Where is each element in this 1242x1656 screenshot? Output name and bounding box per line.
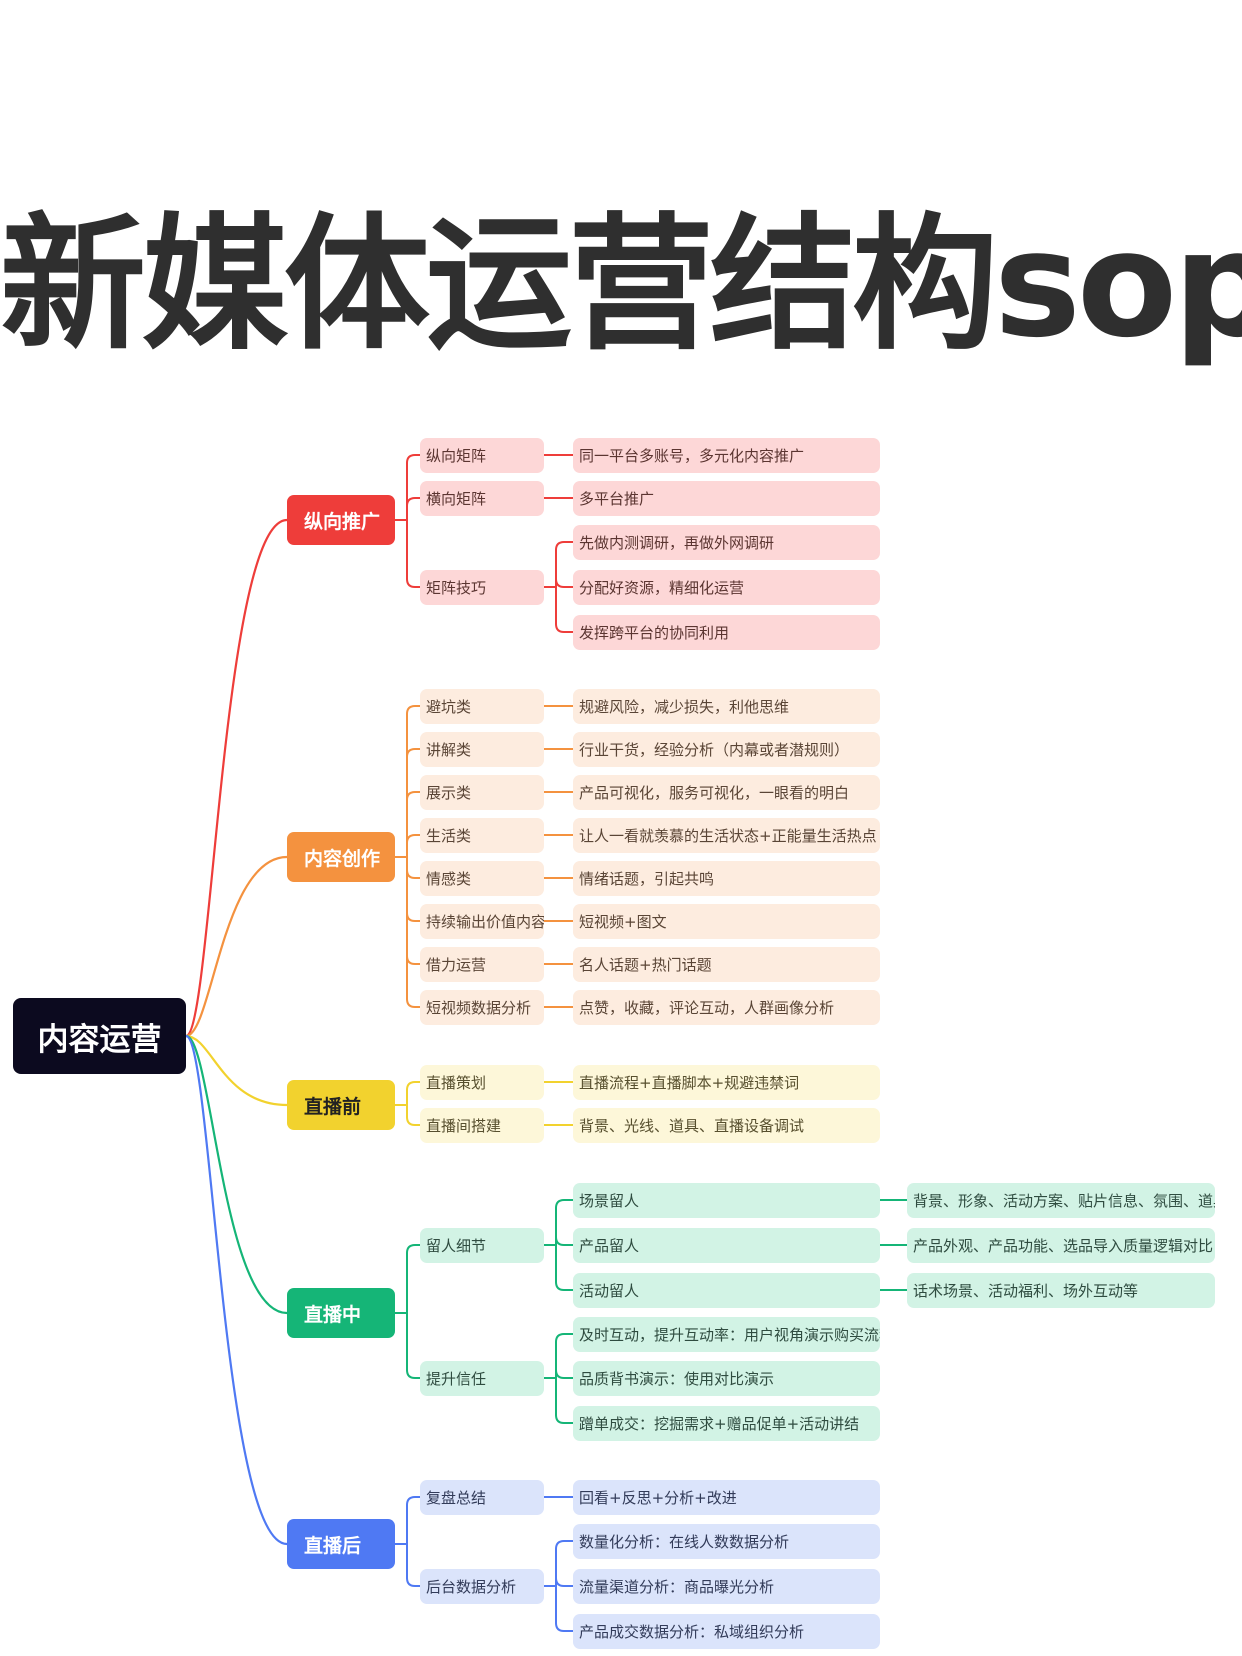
branch-post-live[interactable]: 直播后 [287,1519,395,1569]
leaf-node[interactable]: 品质背书演示：使用对比演示 [573,1361,880,1396]
connector-line [406,912,421,922]
subnode-leverage[interactable]: 借力运营 [420,947,544,982]
branch-vertical-promotion[interactable]: 纵向推广 [287,495,395,545]
subnode-horizontal-matrix[interactable]: 横向矩阵 [420,481,544,516]
connector-line [406,1244,421,1254]
connector-line [406,998,421,1008]
subnode-showcase[interactable]: 展示类 [420,775,544,810]
leaf-node[interactable]: 同一平台多账号，多元化内容推广 [573,438,880,473]
subnode-video-data[interactable]: 短视频数据分析 [420,990,544,1025]
leaf-node[interactable]: 行业干货，经验分析（内幕或者潜规则） [573,732,880,767]
leaf-node[interactable]: 情绪话题，引起共鸣 [573,861,880,896]
connector-line [555,1414,574,1424]
connector-line [555,578,574,588]
subnode-retention-details[interactable]: 留人细节 [420,1228,544,1263]
leaf-node[interactable]: 回看+反思+分析+改进 [573,1480,880,1515]
connector-line [555,1333,574,1343]
connector-line [184,1034,289,1315]
leaf-node[interactable]: 名人话题+热门话题 [573,947,880,982]
connector-line [406,955,421,965]
connector-line [406,578,421,588]
subnode-studio-setup[interactable]: 直播间搭建 [420,1108,544,1143]
leaf-node[interactable]: 直播流程+直播脚本+规避违禁词 [573,1065,880,1100]
leaf-node[interactable]: 分配好资源，精细化运营 [573,570,880,605]
connector-line [555,1281,574,1291]
page-title: 新媒体运营结构sop [0,200,1242,370]
branch-content-creation[interactable]: 内容创作 [287,832,395,882]
branch-pre-live[interactable]: 直播前 [287,1080,395,1130]
subnode-backend-analysis[interactable]: 后台数据分析 [420,1569,544,1604]
detail-node[interactable]: 背景、形象、活动方案、贴片信息、氛围、道具 [907,1183,1215,1218]
connector-line [555,1577,574,1587]
connector-line [555,541,574,551]
connector-line [555,1540,574,1550]
connector-line [555,1236,574,1246]
connector-line [184,855,289,1038]
subnode-emotion[interactable]: 情感类 [420,861,544,896]
connector-line [406,1577,421,1587]
leaf-node[interactable]: 及时互动，提升互动率：用户视角演示购买流程 [573,1317,880,1352]
leaf-node[interactable]: 产品留人 [573,1228,880,1263]
subnode-vertical-matrix[interactable]: 纵向矩阵 [420,438,544,473]
subnode-lifestyle[interactable]: 生活类 [420,818,544,853]
connector-line [406,1369,421,1379]
subnode-value-content[interactable]: 持续输出价值内容 [420,904,544,939]
leaf-node[interactable]: 产品可视化，服务可视化，一眼看的明白 [573,775,880,810]
connector-line [406,791,421,801]
leaf-node[interactable]: 让人一看就羡慕的生活状态+正能量生活热点 [573,818,880,853]
connector-line [406,869,421,879]
subnode-pitfall[interactable]: 避坑类 [420,689,544,724]
connector-line [184,1034,289,1107]
connector-line [555,1622,574,1632]
leaf-node[interactable]: 数量化分析：在线人数数据分析 [573,1524,880,1559]
connector-line [555,1369,574,1379]
branch-during-live[interactable]: 直播中 [287,1288,395,1338]
detail-node[interactable]: 话术场景、活动福利、场外互动等 [907,1273,1215,1308]
leaf-node[interactable]: 流量渠道分析：商品曝光分析 [573,1569,880,1604]
leaf-node[interactable]: 短视频+图文 [573,904,880,939]
subnode-matrix-skills[interactable]: 矩阵技巧 [420,570,544,605]
leaf-node[interactable]: 场景留人 [573,1183,880,1218]
leaf-node[interactable]: 点赞，收藏，评论互动，人群画像分析 [573,990,880,1025]
connector-line [184,518,289,1038]
connector-line [406,454,421,464]
connector-line [406,748,421,758]
connector-line [555,1199,574,1209]
leaf-node[interactable]: 发挥跨平台的协同利用 [573,615,880,650]
subnode-build-trust[interactable]: 提升信任 [420,1361,544,1396]
leaf-node[interactable]: 多平台推广 [573,481,880,516]
connector-line [184,1034,289,1546]
connector-line [555,623,574,633]
connector-line [406,705,421,715]
leaf-node[interactable]: 活动留人 [573,1273,880,1308]
connector-line [406,1496,421,1506]
leaf-node[interactable]: 背景、光线、道具、直播设备调试 [573,1108,880,1143]
connector-line [406,497,421,507]
subnode-explain[interactable]: 讲解类 [420,732,544,767]
connector-line [406,1116,421,1126]
leaf-node[interactable]: 先做内测调研，再做外网调研 [573,525,880,560]
root-node[interactable]: 内容运营 [13,998,186,1074]
subnode-live-planning[interactable]: 直播策划 [420,1065,544,1100]
leaf-node[interactable]: 蹭单成交：挖掘需求+赠品促单+活动讲结 [573,1406,880,1441]
connector-line [406,834,421,844]
leaf-node[interactable]: 规避风险，减少损失，利他思维 [573,689,880,724]
leaf-node[interactable]: 产品成交数据分析：私域组织分析 [573,1614,880,1649]
connector-line [406,1081,421,1091]
subnode-review-summary[interactable]: 复盘总结 [420,1480,544,1515]
detail-node[interactable]: 产品外观、产品功能、选品导入质量逻辑对比 [907,1228,1215,1263]
